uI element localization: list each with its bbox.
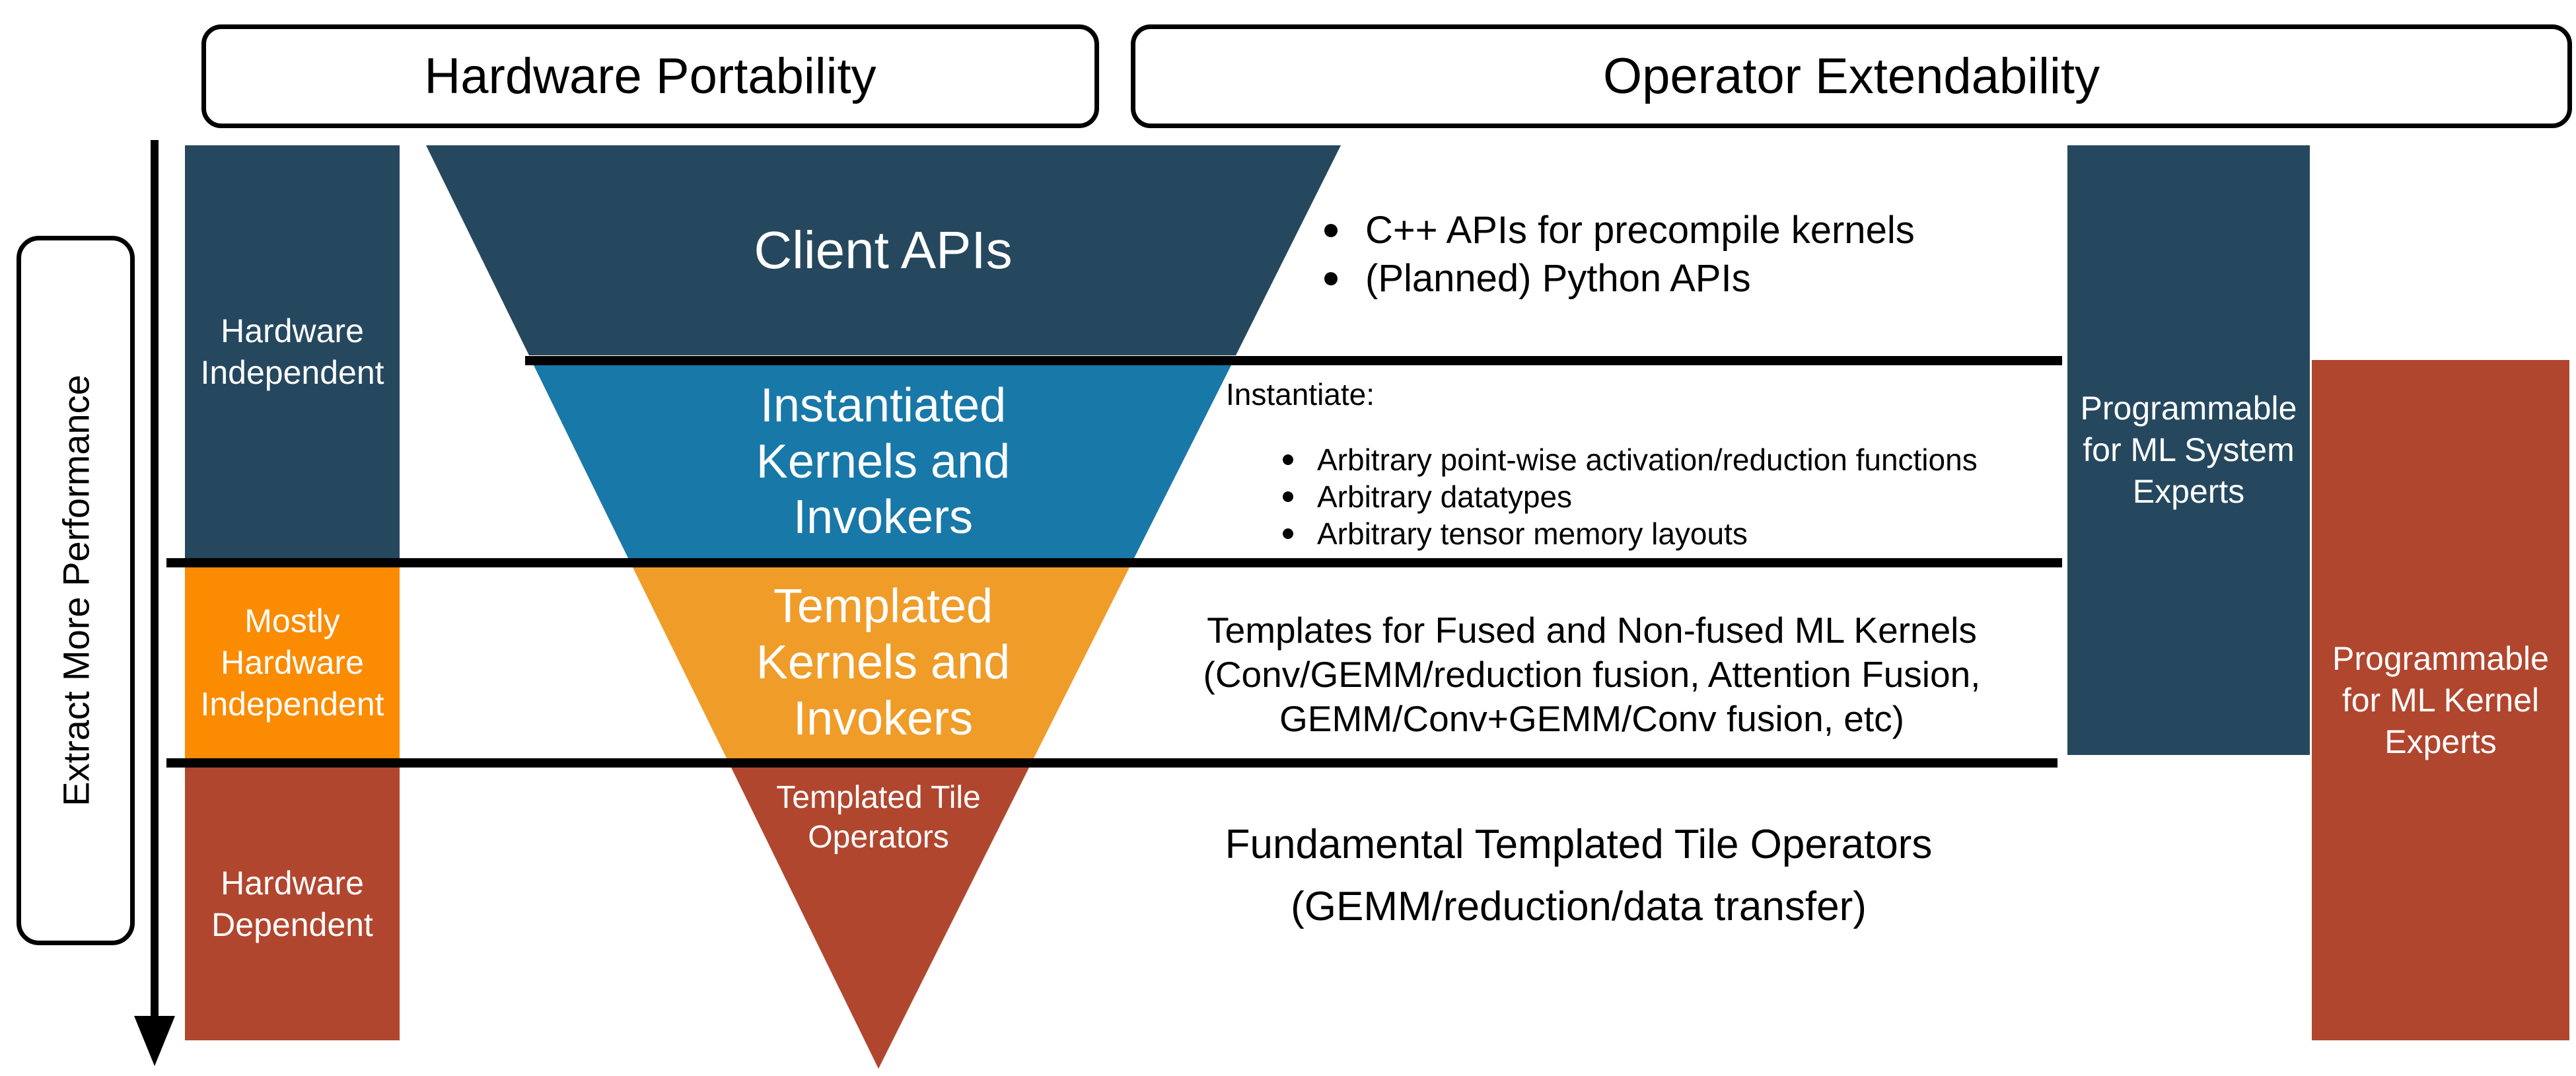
right-box-ml-kernel-experts: Programmable for ML Kernel Experts — [2312, 360, 2569, 1040]
header-operator-extendability: Operator Extendability — [1131, 24, 2572, 128]
pyramid-layer-templated — [633, 567, 1129, 758]
templates-line-1: Templates for Fused and Non-fused ML Ker… — [1207, 610, 1977, 651]
bullet-icon — [1283, 528, 1293, 539]
client-bullet-2: (Planned) Python APIs — [1365, 257, 1751, 300]
performance-arrow-shaft — [151, 140, 159, 1025]
bullet-icon — [1324, 271, 1338, 285]
separator-line-3 — [166, 758, 2057, 768]
list-item: Arbitrary tensor memory layouts — [1283, 515, 1978, 552]
list-item: Arbitrary datatypes — [1283, 478, 1978, 515]
instantiate-heading-text: Instantiate: — [1226, 377, 1375, 412]
templates-annotation: Templates for Fused and Non-fused ML Ker… — [1163, 608, 2021, 741]
performance-axis-box: Extract More Performance — [17, 236, 135, 945]
right-box-ml-kernel-experts-label: Programmable for ML Kernel Experts — [2332, 639, 2549, 760]
left-box-hardware-independent-label: Hardware Independent — [200, 312, 384, 391]
bullet-icon — [1324, 223, 1338, 237]
list-item: C++ APIs for precompile kernels — [1324, 206, 1915, 254]
bullet-icon — [1283, 491, 1293, 502]
pyramid-layer-client-apis — [426, 145, 1341, 355]
left-box-mostly-hardware-independent: Mostly Hardware Independent — [185, 567, 400, 758]
left-box-hardware-dependent-label: Hardware Dependent — [211, 864, 373, 943]
left-box-hardware-independent: Hardware Independent — [185, 145, 400, 558]
pyramid-label-client-apis: Client APIs — [678, 145, 1088, 355]
instantiate-heading: Instantiate: — [1226, 377, 1375, 412]
pyramid-label-instantiated: Instantiated Kernels and Invokers — [698, 365, 1068, 558]
client-api-bullet-list: C++ APIs for precompile kernels (Planned… — [1324, 206, 1915, 303]
instantiated-kernels-text: Instantiated Kernels and Invokers — [756, 378, 1011, 544]
templates-line-2: (Conv/GEMM/reduction fusion, Attention F… — [1203, 654, 1981, 695]
right-box-ml-system-experts-label: Programmable for ML System Experts — [2080, 390, 2297, 510]
instantiate-bullet-3: Arbitrary tensor memory layouts — [1317, 517, 1748, 551]
instantiate-bullet-1: Arbitrary point-wise activation/reductio… — [1317, 443, 1978, 477]
right-box-ml-system-experts: Programmable for ML System Experts — [2067, 145, 2310, 755]
performance-axis-label: Extract More Performance — [55, 375, 96, 807]
pyramid-label-templated: Templated Kernels and Invokers — [698, 567, 1068, 758]
header-hardware-portability: Hardware Portability — [201, 24, 1099, 128]
left-box-hardware-dependent: Hardware Dependent — [185, 768, 400, 1040]
templated-kernels-text: Templated Kernels and Invokers — [756, 580, 1011, 745]
list-item: Arbitrary point-wise activation/reductio… — [1283, 441, 1978, 478]
fundamental-annotation: Fundamental Templated Tile Operators (GE… — [1123, 814, 2034, 938]
header-hardware-portability-label: Hardware Portability — [424, 48, 877, 104]
client-bullet-1: C++ APIs for precompile kernels — [1365, 209, 1915, 252]
bullet-icon — [1283, 454, 1293, 465]
fundamental-line-1: Fundamental Templated Tile Operators — [1225, 822, 1933, 867]
tile-operators-text: Templated Tile Operators — [776, 780, 981, 855]
header-operator-extendability-label: Operator Extendability — [1603, 48, 2100, 104]
performance-arrow-head-icon — [134, 1016, 175, 1066]
instantiate-bullet-list: Arbitrary point-wise activation/reductio… — [1283, 441, 1978, 552]
pyramid-layer-tile-operators — [731, 768, 1029, 1069]
templates-line-3: GEMM/Conv+GEMM/Conv fusion, etc) — [1279, 698, 1904, 739]
pyramid-label-tile-operators: Templated Tile Operators — [776, 778, 981, 858]
instantiate-bullet-2: Arbitrary datatypes — [1317, 480, 1573, 514]
fundamental-line-2: (GEMM/reduction/data transfer) — [1291, 884, 1867, 929]
list-item: (Planned) Python APIs — [1324, 254, 1915, 303]
client-apis-text: Client APIs — [754, 220, 1013, 279]
pyramid-layer-instantiated — [534, 365, 1231, 558]
separator-line-2 — [166, 558, 2062, 567]
left-box-mostly-hardware-independent-label: Mostly Hardware Independent — [200, 602, 384, 723]
separator-line-1 — [525, 356, 2062, 365]
